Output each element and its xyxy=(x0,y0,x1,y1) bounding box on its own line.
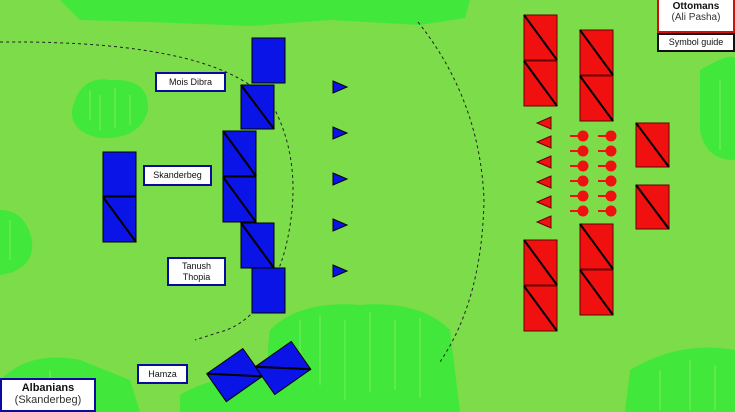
ottoman-archer-marker xyxy=(598,160,617,172)
albanian-infantry-unit xyxy=(222,130,257,177)
albanians-leader: (Skanderbeg) xyxy=(14,394,82,406)
ottoman-archer-marker xyxy=(570,190,589,202)
ottoman-skirmisher-marker xyxy=(535,195,552,209)
ottoman-infantry-unit xyxy=(579,75,614,122)
ottoman-infantry-unit xyxy=(635,184,670,230)
legend-albanians: Albanians (Skanderbeg) xyxy=(0,378,96,412)
label-tanush-line2: Thopia xyxy=(182,271,211,282)
ottoman-light-troops xyxy=(535,116,617,229)
ottoman-archer-marker xyxy=(570,205,589,217)
label-skanderbeg: Skanderbeg xyxy=(143,165,212,186)
ottomans-name: Ottomans xyxy=(672,1,720,12)
albanian-infantry-unit xyxy=(206,347,264,403)
ottoman-archer-marker xyxy=(598,130,617,142)
symbol-guide-button[interactable]: Symbol guide xyxy=(657,33,735,52)
ottomans-leader: (Ali Pasha) xyxy=(671,12,721,23)
albanian-skirmisher-marker xyxy=(332,218,349,232)
label-mois-dibra: Mois Dibra xyxy=(155,72,226,92)
albanian-infantry-unit xyxy=(222,176,257,223)
ottoman-archer-marker xyxy=(598,145,617,157)
albanian-skirmisher-marker xyxy=(332,80,349,94)
albanian-infantry-unit xyxy=(102,196,137,243)
ottoman-skirmisher-marker xyxy=(535,135,552,149)
ottoman-archer-marker xyxy=(570,175,589,187)
albanian-infantry-unit xyxy=(240,84,275,130)
ottoman-skirmisher-marker xyxy=(535,215,552,229)
albanian-cavalry-unit xyxy=(251,267,286,314)
albanian-skirmisher-marker xyxy=(332,126,349,140)
label-tanush-thopia: Tanush Thopia xyxy=(167,257,226,286)
albanian-skirmisher-marker xyxy=(332,264,349,278)
ottoman-infantry-unit xyxy=(523,239,558,286)
ottoman-archer-marker xyxy=(598,175,617,187)
ottoman-infantry-unit xyxy=(579,29,614,76)
ottoman-skirmisher-marker xyxy=(535,116,552,130)
label-tanush-line1: Tanush xyxy=(181,260,212,271)
ottoman-archer-marker xyxy=(570,145,589,157)
ottoman-infantry-unit xyxy=(635,122,670,168)
albanian-units xyxy=(102,37,349,403)
ottoman-skirmisher-marker xyxy=(535,175,552,189)
albanian-infantry-unit xyxy=(254,340,312,396)
albanian-skirmisher-marker xyxy=(332,172,349,186)
legend-ottomans: Ottomans (Ali Pasha) xyxy=(657,0,735,33)
ottoman-skirmisher-marker xyxy=(535,155,552,169)
albanian-cavalry-unit xyxy=(251,37,286,84)
ottoman-infantry-unit xyxy=(579,223,614,270)
label-hamza: Hamza xyxy=(137,364,188,384)
ottoman-archer-marker xyxy=(598,190,617,202)
ottoman-infantry-unit xyxy=(523,60,558,107)
ottoman-archer-marker xyxy=(570,160,589,172)
albanian-cavalry-unit xyxy=(102,151,137,197)
ottoman-archer-marker xyxy=(598,205,617,217)
ottoman-archer-marker xyxy=(570,130,589,142)
ottoman-infantry-unit xyxy=(523,285,558,332)
albanian-infantry-unit xyxy=(240,222,275,269)
ottoman-front-arc xyxy=(417,21,485,363)
ottoman-infantry-unit xyxy=(523,14,558,61)
albanians-name: Albanians xyxy=(21,382,75,394)
ottoman-units xyxy=(523,14,670,332)
ottoman-infantry-unit xyxy=(579,269,614,316)
